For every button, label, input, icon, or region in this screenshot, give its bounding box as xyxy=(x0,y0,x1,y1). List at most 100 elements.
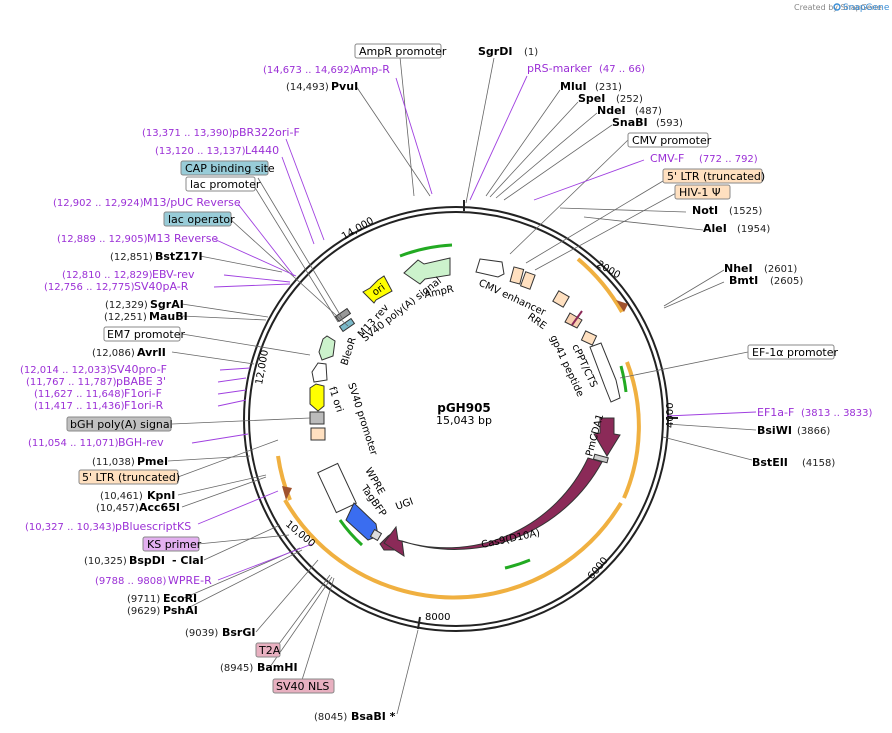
enzyme-snabi: SnaBI xyxy=(612,116,648,129)
primer-pbr: pBR322ori-F xyxy=(232,126,300,139)
primer-pbabe-pos: (11,767 .. 11,787) xyxy=(26,377,117,388)
enzyme-kpni: KpnI xyxy=(147,489,175,502)
ampr-arrow xyxy=(403,257,451,285)
primer-wprer-pos: (9788 .. 9808) xyxy=(95,576,167,587)
primer-f1orif-pos: (11,627 .. 11,648) xyxy=(34,389,125,400)
cas9-arrow xyxy=(383,457,603,558)
enzyme-bsrgi-pos: (9039) xyxy=(185,628,218,639)
enzyme-noti: NotI xyxy=(692,204,718,217)
primer-f1orir: F1ori-R xyxy=(124,399,164,412)
snapgene-logo-icon: SnapGene xyxy=(833,3,890,13)
label-f1ori: f1 ori xyxy=(326,386,345,414)
green-orf-arcs xyxy=(338,243,628,570)
enzyme-bspdi-pos: (10,325) xyxy=(84,556,127,567)
enzyme-bamhi-pos: (8945) xyxy=(220,663,253,674)
enzyme-pmei: PmeI xyxy=(137,455,168,468)
primer-ampr: Amp-R xyxy=(353,63,390,76)
enzyme-bsabi-pos: (8045) xyxy=(314,712,347,723)
label-bleor: BleoR xyxy=(339,336,358,367)
enzyme-kpni-pos: (10,461) xyxy=(100,491,143,502)
box-hiv: HIV-1 Ψ xyxy=(679,186,721,199)
box-ef1a-promoter: EF-1α promoter xyxy=(752,346,839,359)
enzyme-pshai-pos: (9629) xyxy=(127,606,160,617)
primer-f1orir-pos: (11,417 .. 11,436) xyxy=(34,401,125,412)
enzyme-bsabi: BsaBI * xyxy=(351,710,396,723)
enzyme-acc65i: Acc65I xyxy=(139,501,180,514)
backbone-ticks xyxy=(417,200,678,630)
cppt-arrow xyxy=(589,342,621,403)
enzyme-maubi: MauBI xyxy=(149,310,188,323)
f1ori-arrow xyxy=(309,383,325,412)
primer-pbabe: pBABE 3' xyxy=(116,375,166,388)
primer-m13rev-pos: (12,889 .. 12,905) xyxy=(57,234,148,245)
boxed-labels: AmpR promoter CMV promoter 5' LTR (trunc… xyxy=(66,43,839,694)
tick-8000: 8000 xyxy=(425,612,450,623)
enzyme-pmei-pos: (11,038) xyxy=(92,457,135,468)
enzyme-labels-left: (14,493) PvuI (12,851) BstZ17I (12,329) … xyxy=(84,80,396,723)
enzyme-bsteii-pos: (4158) xyxy=(802,458,835,469)
label-ugi: UGI xyxy=(394,496,415,513)
backbone-inner-ring xyxy=(248,211,664,627)
box-lac-operator: lac operator xyxy=(168,213,235,226)
enzyme-nhei: NheI xyxy=(724,262,753,275)
enzyme-maubi-pos: (12,251) xyxy=(104,312,147,323)
enzyme-bstz17i-pos: (12,851) xyxy=(110,252,153,263)
box-ampr-promoter: AmpR promoter xyxy=(359,45,447,58)
pmcda1-arrow xyxy=(593,417,621,457)
enzyme-sgrdi-pos: (1) xyxy=(524,47,538,58)
enzyme-ecori-pos: (9711) xyxy=(127,594,160,605)
feature-blocks xyxy=(309,257,621,558)
bleor-arrow xyxy=(318,335,336,361)
primer-prs: pRS-marker xyxy=(527,62,592,75)
leader-lines-purple xyxy=(191,75,757,581)
box-ltr-left: 5' LTR (truncated) xyxy=(82,471,180,484)
primer-bghrev: BGH-rev xyxy=(118,436,164,449)
primer-m13puc-pos: (12,902 .. 12,924) xyxy=(53,198,144,209)
enzyme-sgrdi: SgrDI xyxy=(478,45,512,58)
enzyme-ndei: NdeI xyxy=(597,104,626,117)
enzyme-bamhi: BamHI xyxy=(257,661,298,674)
primer-sv40pro-pos: (12,014 .. 12,033) xyxy=(20,365,111,376)
enzyme-noti-pos: (1525) xyxy=(729,206,762,217)
enzyme-bspdi: BspDI xyxy=(129,554,165,567)
plasmid-name: pGH905 xyxy=(437,401,491,415)
label-cmvenh: CMV enhancer xyxy=(477,278,548,319)
wpre-block xyxy=(317,462,357,514)
tick-4000: 4000 xyxy=(665,403,676,428)
box-ltr-right: 5' LTR (truncated) xyxy=(667,170,765,183)
box-t2a: T2A xyxy=(258,644,281,657)
primer-sv40pro: SV40pro-F xyxy=(110,363,167,376)
box-lac-promoter: lac promoter xyxy=(190,178,261,191)
enzyme-bsrgi: BsrGI xyxy=(222,626,255,639)
label-sv40prom: SV40 promoter xyxy=(345,382,379,458)
primer-ebv: EBV-rev xyxy=(152,268,195,281)
enzyme-bmti: BmtI xyxy=(729,274,758,287)
primer-m13puc: M13/pUC Reverse xyxy=(143,196,241,209)
enzyme-avrii-pos: (12,086) xyxy=(92,348,135,359)
primer-f1orif: F1ori-F xyxy=(124,387,162,400)
primer-ebv-pos: (12,810 .. 12,829) xyxy=(62,270,153,281)
enzyme-pvui: PvuI xyxy=(331,80,358,93)
enzyme-spei: SpeI xyxy=(578,92,605,105)
primer-bghrev-pos: (11,054 .. 11,071) xyxy=(28,438,119,449)
svg-text:SnapGene: SnapGene xyxy=(843,3,890,13)
enzyme-ndei-pos: (487) xyxy=(635,106,662,117)
tick-12000: 12,000 xyxy=(254,349,271,385)
primer-ef1af: EF1a-F xyxy=(757,406,794,419)
primer-l4440-pos: (13,120 .. 13,137) xyxy=(155,146,246,157)
orf-arrowheads xyxy=(282,300,628,500)
box-sv40nls: SV40 NLS xyxy=(276,680,329,693)
enzyme-acc65i-pos: (10,457) xyxy=(96,503,139,514)
enzyme-mlui: MluI xyxy=(560,80,587,93)
enzyme-clai: - ClaI xyxy=(172,554,204,567)
label-cas9: Cas9(D10A) xyxy=(480,528,541,551)
primer-pbr-pos: (13,371 .. 13,390) xyxy=(142,128,233,139)
tick-14000: 14,000 xyxy=(340,216,376,243)
enzyme-mlui-pos: (231) xyxy=(595,82,622,93)
enzyme-snabi-pos: (593) xyxy=(656,118,683,129)
enzyme-nhei-pos: (2601) xyxy=(764,264,797,275)
enzyme-bmti-pos: (2605) xyxy=(770,276,803,287)
primer-sv40pa: SV40pA-R xyxy=(134,280,189,293)
primer-pbks-pos: (10,327 .. 10,343) xyxy=(25,522,116,533)
